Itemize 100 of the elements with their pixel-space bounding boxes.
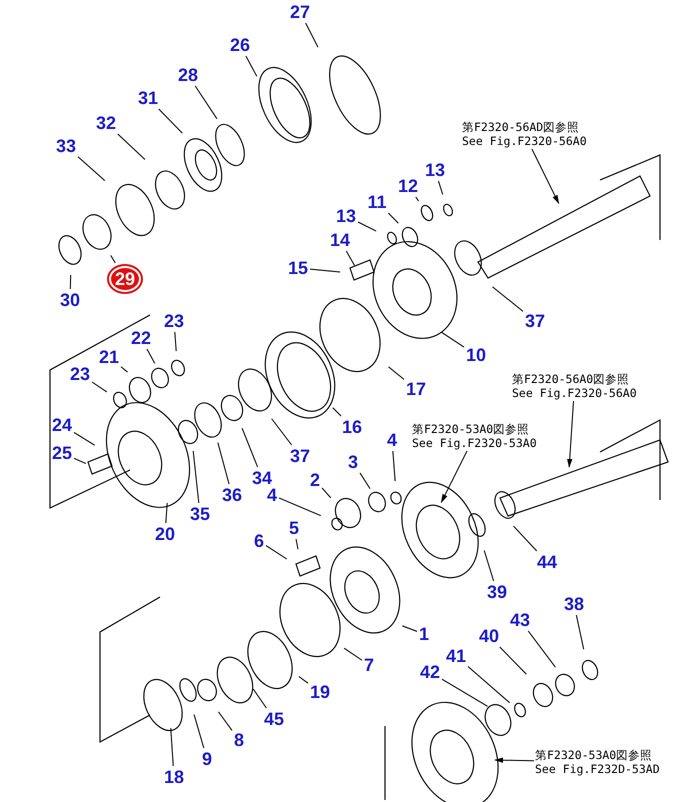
leader-line [440, 332, 464, 348]
callout-number: 30 [59, 290, 82, 310]
callout-number: 36 [221, 485, 244, 505]
leader-line [120, 366, 128, 373]
callout-number: 6 [253, 531, 266, 551]
callout-number: 11 [366, 192, 388, 212]
callout-number: 33 [55, 136, 78, 156]
leader-line [358, 222, 377, 232]
callout-number: 43 [509, 610, 532, 630]
leader-line [468, 666, 510, 704]
callout-number: 21 [98, 347, 120, 367]
callout-number: 37 [289, 446, 312, 466]
callout-number: 14 [329, 230, 352, 250]
reference-note-japanese: 第F2320-53A0図参照 [535, 748, 652, 762]
leader-line [78, 156, 106, 182]
callout-number: 24 [51, 415, 74, 435]
callout-number: 16 [341, 417, 364, 437]
callout-number: 41 [445, 646, 468, 666]
arrow [531, 148, 560, 204]
leader-line [438, 180, 444, 195]
callout-number: 37 [524, 311, 546, 331]
callout-number: 13 [335, 206, 358, 226]
callout-number: 39 [486, 582, 508, 602]
callout-number: 8 [233, 730, 246, 750]
leader-line [217, 442, 230, 484]
reference-note-japanese: 第F2320-56A0図参照 [512, 372, 630, 386]
leader-line [252, 688, 267, 708]
callout-number: 19 [309, 682, 332, 702]
leader-line [332, 407, 342, 416]
leader-line [484, 550, 494, 582]
leader-line [392, 450, 396, 482]
leader-line [388, 212, 399, 224]
reference-note-english: See Fig.F2320-53A0 [412, 436, 537, 450]
callout-number: 15 [287, 258, 310, 278]
callout-number: 20 [154, 524, 176, 544]
reference-note-english: See Fig.F2320-56A0 [512, 386, 637, 400]
callout-number: 4 [266, 485, 278, 505]
leader-line [513, 526, 538, 552]
leader-line [528, 630, 556, 668]
callout-number: 23 [163, 311, 186, 331]
leader-line [278, 497, 322, 516]
callout-number: 40 [478, 626, 500, 646]
leader-line [146, 348, 156, 364]
leader-line [192, 450, 200, 504]
callout-number: 12 [397, 176, 420, 196]
callout-number: 17 [405, 379, 428, 399]
leader-line [310, 268, 341, 272]
leader-line [388, 366, 404, 380]
leader-line [402, 625, 418, 632]
leader-line [305, 22, 318, 48]
callout-number: 10 [465, 345, 488, 365]
leader-line [271, 418, 292, 446]
leader-line [194, 714, 204, 748]
callout-number: 13 [424, 160, 446, 180]
leader-line [158, 108, 183, 134]
leader-line [92, 382, 108, 392]
arrow [440, 450, 468, 504]
reference-note-english: See Fig.F232D-53AD [535, 762, 660, 776]
leader-line [492, 286, 524, 312]
leader-line [576, 614, 584, 650]
leader-line [242, 428, 258, 468]
callout-number: 42 [419, 662, 442, 682]
callout-number: 35 [189, 504, 212, 524]
callout-number: 23 [69, 364, 92, 384]
leader-line [70, 274, 72, 290]
callout-number: 34 [251, 468, 274, 488]
callout-number: 4 [386, 430, 398, 450]
arrow [494, 758, 534, 763]
leader-line [110, 254, 116, 264]
callout-number: 1 [418, 624, 430, 644]
leader-line [165, 502, 168, 524]
callout-number: 28 [177, 65, 200, 85]
leader-line [499, 646, 527, 675]
arrow [567, 400, 574, 468]
leader-line [74, 432, 96, 446]
callout-number: 45 [263, 709, 286, 729]
leader-line [245, 56, 258, 77]
leader-line [117, 134, 146, 160]
callout-number: 7 [363, 655, 376, 675]
leader-line [346, 250, 356, 266]
leader-line [360, 472, 371, 490]
callout-number: 44 [536, 552, 558, 572]
callout-number: 3 [347, 452, 360, 472]
leader-line [174, 332, 177, 352]
callout-number: 32 [95, 113, 118, 133]
callout-number: 9 [201, 749, 214, 769]
leader-line [74, 458, 86, 464]
callout-number: 27 [289, 2, 312, 22]
callout-number: 18 [163, 767, 186, 787]
leader-line [296, 538, 298, 550]
leader-line [415, 196, 420, 202]
callout-number: 38 [563, 594, 586, 614]
callout-number: 22 [130, 328, 152, 348]
reference-note-japanese: 第F2320-53A0図参照 [412, 422, 530, 436]
leader-line [194, 86, 218, 120]
leader-line [218, 711, 232, 731]
leader-line [298, 676, 308, 684]
leader-line [322, 487, 332, 498]
callout-number: 5 [288, 518, 300, 538]
callout-number: 25 [51, 443, 74, 463]
